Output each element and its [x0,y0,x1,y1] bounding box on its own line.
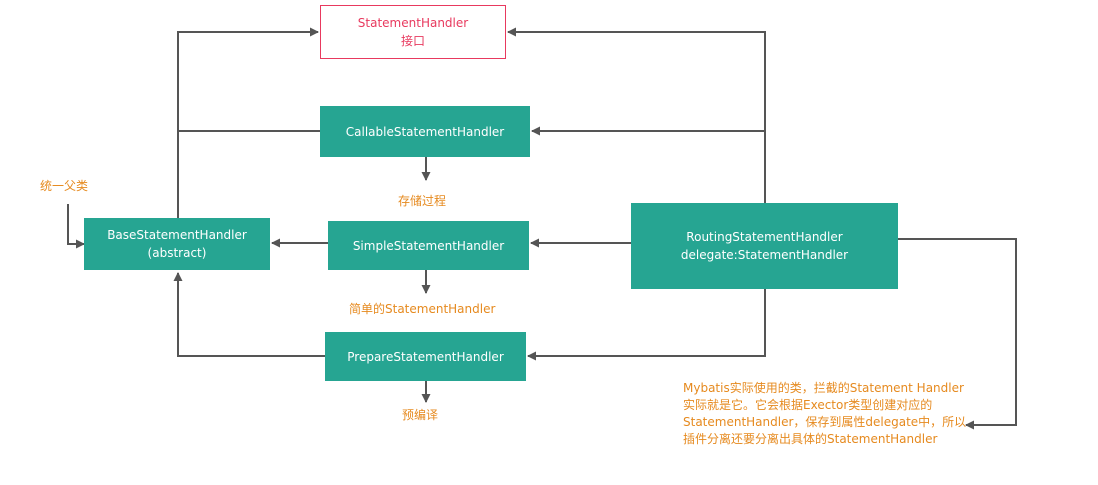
simple-statement-handler-node: SimpleStatementHandler [328,221,529,270]
simple-handler-label: 简单的StatementHandler [349,302,496,316]
prepare-statement-handler-label: PrepareStatementHandler [347,349,504,364]
arrow-routing-to-interface [507,27,766,203]
arrow-routing-to-note [898,238,1017,430]
routing-note-label: Mybatis实际使用的类，拦截的Statement Handler实际就是它。… [683,381,967,446]
statement-handler-title: StatementHandler [357,16,469,30]
routing-statement-handler-title: RoutingStatementHandler [686,230,843,244]
base-statement-handler-node: BaseStatementHandler (abstract) [84,218,270,270]
prepare-statement-handler-node: PrepareStatementHandler [325,332,526,381]
callable-statement-handler-label: CallableStatementHandler [345,124,505,139]
routing-statement-handler-node: RoutingStatementHandler delegate:Stateme… [631,203,898,289]
base-statement-handler-title: BaseStatementHandler [107,228,247,242]
base-statement-handler-subtitle: (abstract) [147,246,207,260]
unified-parent-label: 统一父类 [40,179,89,193]
arrow-routing-to-prepare [527,289,766,361]
stored-procedure-label: 存储过程 [398,194,447,208]
statement-handler-subtitle: 接口 [400,34,425,48]
statement-handler-interface-node: StatementHandler 接口 [320,5,506,59]
precompile-label: 预编译 [402,408,439,422]
arrow-base-to-interface [177,27,319,218]
arrow-prepare-to-base [173,272,325,357]
simple-statement-handler-label: SimpleStatementHandler [352,238,505,253]
routing-statement-handler-subtitle: delegate:StatementHandler [680,248,849,262]
arrow-unified-parent-to-base [67,204,85,249]
callable-statement-handler-node: CallableStatementHandler [320,106,530,157]
